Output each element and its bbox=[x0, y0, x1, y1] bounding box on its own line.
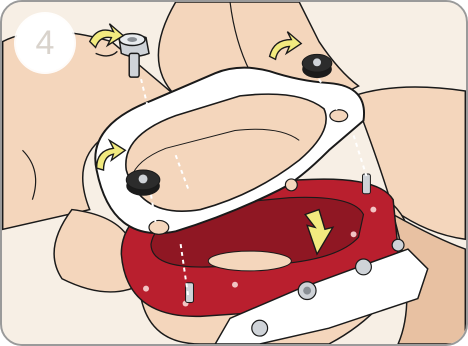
thumbscrew-icon bbox=[302, 54, 332, 78]
step-badge: 4 bbox=[16, 14, 74, 72]
step-number: 4 bbox=[36, 26, 55, 60]
thumbscrew-icon bbox=[126, 170, 160, 196]
